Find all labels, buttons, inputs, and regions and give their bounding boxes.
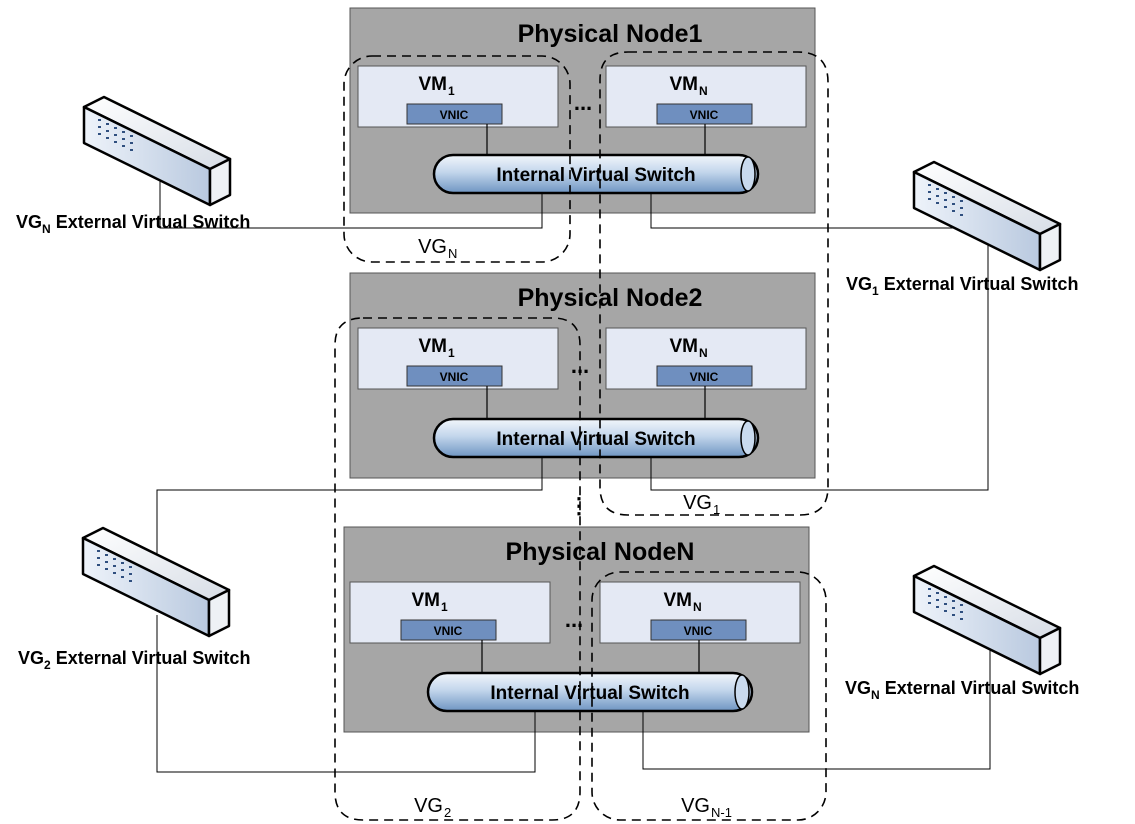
switch-label: Internal Virtual Switch: [496, 429, 695, 450]
vm-subscript: 1: [441, 600, 448, 614]
link-node2-vg2-external: [156, 457, 543, 562]
vm-subscript: 1: [448, 346, 455, 360]
switch-label: Internal Virtual Switch: [490, 683, 689, 704]
svg-text:VG: VG: [683, 492, 712, 514]
physical-node-2: Physical Node2 VM 1 VNIC VM N VNIC ... I…: [349, 272, 816, 479]
vertical-ellipsis: ⋮: [568, 493, 590, 518]
vm-subscript: 1: [448, 84, 455, 98]
vg-group-vgn-top: [343, 55, 571, 263]
vm-label: VM: [664, 590, 693, 611]
vm-ellipsis: ...: [571, 353, 589, 378]
physical-node-n: Physical NodeN VM 1 VNIC VM N VNIC ... I…: [343, 526, 810, 733]
network-switch-icon: [912, 160, 1062, 272]
vnic-label: VNIC: [440, 108, 469, 122]
vm-box-right: VM N VNIC: [605, 65, 807, 128]
external-switch-label-top-left: VGN External Virtual Switch: [16, 212, 250, 236]
svg-text:VG: VG: [418, 236, 447, 258]
svg-text:VG1 External Virtual Switch: VG1 External Virtual Switch: [846, 274, 1078, 298]
vm-box-left: VM 1 VNIC: [357, 65, 559, 128]
vnic-box: [406, 103, 503, 125]
connection-lines: [156, 160, 991, 773]
svg-text:VGN External Virtual Switch: VGN External Virtual Switch: [16, 212, 250, 236]
vm-label: VM: [419, 74, 448, 95]
link-noden-vg2-external: [156, 615, 536, 773]
network-switch-icon: [82, 95, 232, 207]
svg-text:N: N: [448, 246, 457, 261]
external-switch-label-top-right: VG1 External Virtual Switch: [846, 274, 1078, 298]
vg-label-vgn-top: VG N: [418, 236, 457, 261]
link-noden-vgn-external: [642, 650, 991, 770]
svg-text:N-1: N-1: [711, 805, 732, 820]
svg-text:VG: VG: [414, 795, 443, 817]
vm-label: VM: [419, 336, 448, 357]
vm-subscript: N: [699, 84, 708, 98]
svg-text:VGN External Virtual Switch: VGN External Virtual Switch: [845, 678, 1079, 702]
node-title: Physical NodeN: [506, 538, 695, 566]
vm-ellipsis: ...: [574, 90, 592, 115]
external-switch-label-bottom-left: VG2 External Virtual Switch: [18, 648, 250, 672]
vnic-label: VNIC: [440, 370, 469, 384]
vg-group-vg1: [599, 51, 829, 516]
vg-dashed-groups: [334, 51, 829, 821]
vm-box-right: VM N VNIC: [605, 327, 807, 390]
vnic-label: VNIC: [684, 624, 713, 638]
vg-label-vg2: VG 2: [414, 795, 451, 820]
svg-text:2: 2: [444, 805, 451, 820]
internal-virtual-switch: Internal Virtual Switch: [432, 417, 760, 459]
vm-label: VM: [412, 590, 441, 611]
internal-virtual-switch: Internal Virtual Switch: [426, 671, 754, 713]
svg-text:VG2 External Virtual Switch: VG2 External Virtual Switch: [18, 648, 250, 672]
vm-subscript: N: [693, 600, 702, 614]
internal-virtual-switch: Internal Virtual Switch: [432, 153, 760, 195]
vnic-box: [400, 619, 497, 641]
vm-label: VM: [670, 74, 699, 95]
vnic-label: VNIC: [690, 370, 719, 384]
external-switch-label-bottom-right: VGN External Virtual Switch: [845, 678, 1079, 702]
link-node1-vg1-external: [650, 193, 988, 229]
svg-text:VG: VG: [681, 795, 710, 817]
node-title: Physical Node1: [518, 20, 703, 48]
switch-label: Internal Virtual Switch: [496, 165, 695, 186]
link-node2-vg1-external: [650, 228, 989, 491]
link-node1-vgn-external: [159, 160, 543, 229]
vm-label: VM: [670, 336, 699, 357]
node-title: Physical Node2: [518, 284, 703, 312]
network-switch-icon: [81, 526, 231, 638]
vm-box-right: VM N VNIC: [599, 581, 801, 644]
vg-label-vgn-1: VG N-1: [681, 795, 732, 820]
svg-text:1: 1: [713, 502, 720, 517]
vg-group-vg2: [334, 317, 581, 821]
vm-subscript: N: [699, 346, 708, 360]
vnic-label: VNIC: [434, 624, 463, 638]
vm-box-left: VM 1 VNIC: [357, 327, 559, 390]
vg-label-vg1: VG 1: [683, 492, 720, 517]
vnic-label: VNIC: [690, 108, 719, 122]
vg-group-vgn-1: [591, 571, 827, 821]
physical-node-1: Physical Node1 VM 1 VNIC VM N VNIC ... I…: [349, 7, 816, 214]
vm-ellipsis: ...: [565, 607, 583, 632]
vnic-box: [406, 365, 503, 387]
vm-box-left: VM 1 VNIC: [349, 581, 551, 644]
network-switch-icon: [912, 564, 1062, 676]
